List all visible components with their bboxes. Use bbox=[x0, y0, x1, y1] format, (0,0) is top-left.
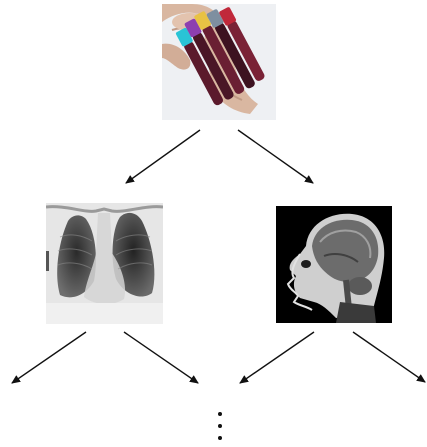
blood-test-tubes-photo bbox=[162, 4, 276, 120]
ellipsis-dot bbox=[218, 412, 222, 416]
arrow-xray-left bbox=[12, 332, 86, 383]
arrow-mri-left bbox=[240, 332, 314, 383]
arrow-xray-right bbox=[124, 332, 198, 383]
chest-xray-photo bbox=[46, 203, 163, 324]
arrow-blood-to-xray bbox=[126, 130, 200, 183]
head-mri-scan-photo bbox=[276, 206, 392, 323]
chest-xray-icon bbox=[46, 203, 163, 324]
ellipsis-dot bbox=[218, 436, 222, 440]
arrow-mri-right bbox=[353, 332, 425, 382]
continuation-ellipsis bbox=[212, 408, 228, 444]
ellipsis-dot bbox=[218, 424, 222, 428]
arrow-blood-to-mri bbox=[238, 130, 313, 183]
blood-test-icon bbox=[162, 4, 276, 120]
head-mri-icon bbox=[276, 206, 392, 323]
